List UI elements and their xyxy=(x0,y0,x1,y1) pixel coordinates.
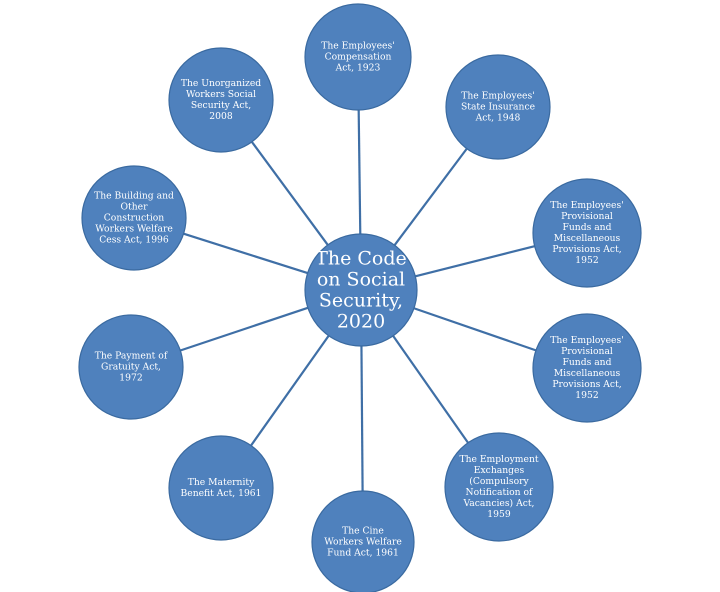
node-circle-maternity-benefit-act-1961 xyxy=(168,435,274,541)
node-label-employment-exchanges-act-1959-line-3: (Compulsory xyxy=(469,476,529,487)
node-label-building-construction-workers-welfare-cess-act-1996-line-4: Workers Welfare xyxy=(95,224,173,235)
node-label-employees-provisional-funds-act-1952-a-line-3: Funds and xyxy=(562,222,611,233)
node-label-employees-provisional-funds-act-1952-b-line-3: Funds and xyxy=(562,357,611,368)
node-label-maternity-benefit-act-1961-line-2: Benefit Act, 1961 xyxy=(181,488,262,499)
connector-employees-provisional-funds-act-1952-b xyxy=(413,307,537,352)
connector-cine-workers-welfare-fund-act-1961 xyxy=(360,345,364,492)
node-label-employees-state-insurance-act-1948-line-2: State Insurance xyxy=(461,102,535,113)
node-label-employees-provisional-funds-act-1952-a-line-2: Provisional xyxy=(561,211,613,222)
node-label-employees-provisional-funds-act-1952-b-line-1: The Employees' xyxy=(550,335,623,346)
node-label-employment-exchanges-act-1959-line-5: Vacancies) Act, xyxy=(463,498,535,509)
node-label-employees-provisional-funds-act-1952-b-line-2: Provisional xyxy=(561,346,613,357)
node-circle-employees-provisional-funds-act-1952-a xyxy=(532,178,642,288)
node-label-employees-provisional-funds-act-1952-a-line-6: 1952 xyxy=(575,255,598,266)
node-circle-employees-state-insurance-act-1948 xyxy=(445,54,551,160)
center-label-line-1: The Code xyxy=(315,248,407,270)
node-label-employees-compensation-act-1923-line-2: Compensation xyxy=(325,52,392,63)
node-label-building-construction-workers-welfare-cess-act-1996-line-2: Other xyxy=(121,202,149,213)
connector-employees-compensation-act-1923 xyxy=(357,109,362,235)
node-label-employees-state-insurance-act-1948-line-1: The Employees' xyxy=(461,91,534,102)
node-label-payment-of-gratuity-act-1972-line-3: 1972 xyxy=(119,373,142,384)
node-label-employees-state-insurance-act-1948-line-3: Act, 1948 xyxy=(475,113,521,124)
node-label-payment-of-gratuity-act-1972-line-1: The Payment of xyxy=(95,351,168,362)
node-label-employees-compensation-act-1923-line-3: Act, 1923 xyxy=(335,63,381,74)
node-label-unorganized-workers-social-security-act-2008-line-1: The Unorganized xyxy=(181,78,261,89)
center-label-line-3: Security, xyxy=(319,290,403,312)
node-label-building-construction-workers-welfare-cess-act-1996-line-3: Construction xyxy=(104,213,165,224)
node-label-employees-provisional-funds-act-1952-b-line-6: 1952 xyxy=(575,390,598,401)
center-circle xyxy=(304,233,418,347)
node-circle-employees-compensation-act-1923 xyxy=(304,3,412,111)
node-label-employees-provisional-funds-act-1952-a-line-1: The Employees' xyxy=(550,200,623,211)
node-label-building-construction-workers-welfare-cess-act-1996-line-5: Cess Act, 1996 xyxy=(99,235,169,246)
connector-employees-provisional-funds-act-1952-a xyxy=(415,245,535,278)
node-label-payment-of-gratuity-act-1972-line-2: Gratuity Act, xyxy=(101,362,161,373)
node-circle-employment-exchanges-act-1959 xyxy=(444,432,554,542)
node-circle-cine-workers-welfare-fund-act-1961 xyxy=(311,490,415,592)
node-circle-unorganized-workers-social-security-act-2008 xyxy=(168,47,274,153)
node-label-employees-provisional-funds-act-1952-b-line-5: Provisions Act, xyxy=(552,379,621,390)
node-label-employees-provisional-funds-act-1952-a-line-5: Provisions Act, xyxy=(552,244,621,255)
node-label-employment-exchanges-act-1959-line-2: Exchanges xyxy=(474,465,525,476)
connectors xyxy=(179,109,537,492)
connector-maternity-benefit-act-1961 xyxy=(250,335,330,447)
node-employment-exchanges-act-1959: The EmploymentExchanges(CompulsoryNotifi… xyxy=(444,432,554,542)
node-label-employees-compensation-act-1923-line-1: The Employees' xyxy=(321,41,394,52)
node-circle-building-construction-workers-welfare-cess-act-1996 xyxy=(81,165,187,271)
center-label-line-4: 2020 xyxy=(337,311,385,333)
connector-employees-state-insurance-act-1948 xyxy=(393,147,468,246)
node-label-employment-exchanges-act-1959-line-4: Notification of xyxy=(466,487,533,498)
node-label-cine-workers-welfare-fund-act-1961-line-3: Fund Act, 1961 xyxy=(327,548,399,559)
node-label-cine-workers-welfare-fund-act-1961-line-1: The Cine xyxy=(342,526,384,537)
node-circle-employees-provisional-funds-act-1952-b xyxy=(532,313,642,423)
center-label-line-2: on Social xyxy=(317,269,405,291)
node-circle-payment-of-gratuity-act-1972 xyxy=(78,314,184,420)
connector-employment-exchanges-act-1959 xyxy=(392,335,469,444)
node-label-unorganized-workers-social-security-act-2008-line-4: 2008 xyxy=(209,111,233,122)
connector-payment-of-gratuity-act-1972 xyxy=(179,306,309,352)
node-label-cine-workers-welfare-fund-act-1961-line-2: Workers Welfare xyxy=(324,537,402,548)
node-label-employment-exchanges-act-1959-line-6: 1959 xyxy=(487,509,511,520)
node-label-employees-provisional-funds-act-1952-b-line-4: Miscellaneous xyxy=(554,368,621,379)
node-label-employees-provisional-funds-act-1952-a-line-4: Miscellaneous xyxy=(554,233,621,244)
node-label-maternity-benefit-act-1961-line-1: The Maternity xyxy=(188,477,255,488)
connector-unorganized-workers-social-security-act-2008 xyxy=(250,141,329,246)
connector-building-construction-workers-welfare-cess-act-1996 xyxy=(183,232,308,275)
node-label-building-construction-workers-welfare-cess-act-1996-line-1: The Building and xyxy=(94,191,174,202)
node-label-employment-exchanges-act-1959-line-1: The Employment xyxy=(459,454,538,465)
node-label-unorganized-workers-social-security-act-2008-line-2: Workers Social xyxy=(186,89,256,100)
node-label-unorganized-workers-social-security-act-2008-line-3: Security Act, xyxy=(191,100,251,111)
node-building-construction-workers-welfare-cess-act-1996: The Building andOtherConstructionWorkers… xyxy=(81,165,187,271)
